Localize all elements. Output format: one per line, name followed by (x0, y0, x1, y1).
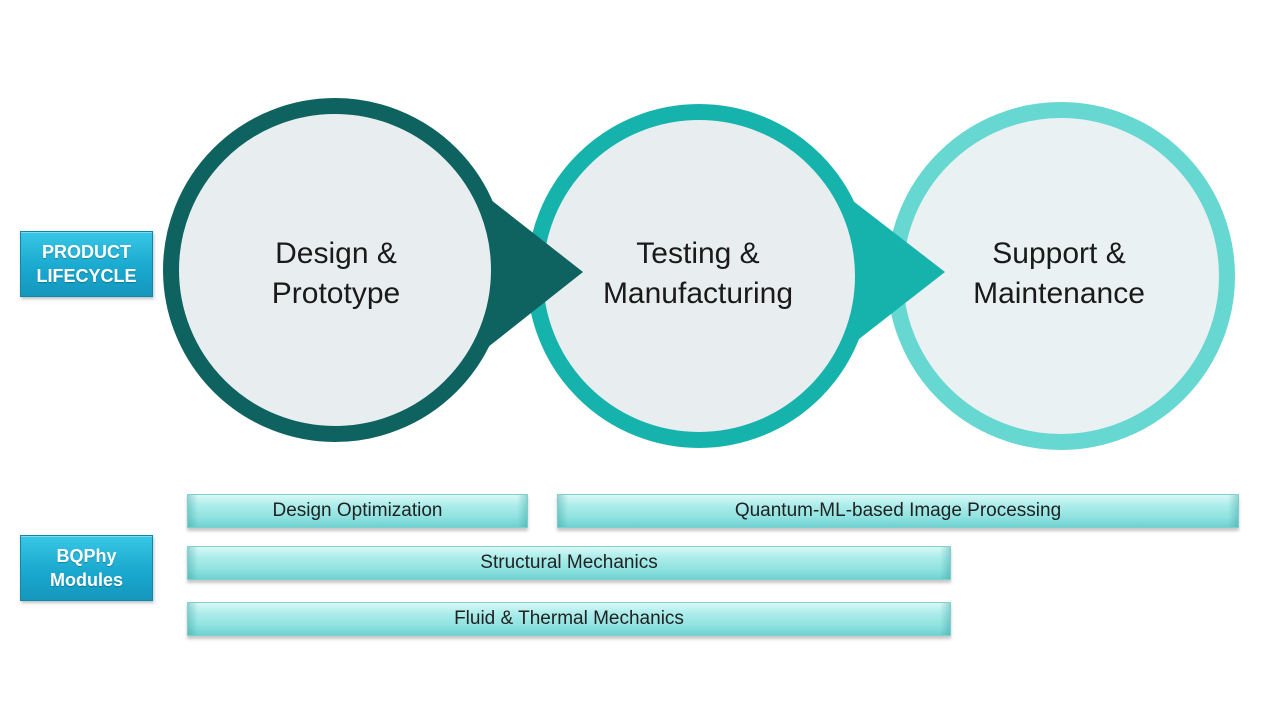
stage-1-line-1: Design & (275, 237, 397, 270)
stage-2-line-1: Testing & (636, 237, 760, 270)
product-lifecycle-label-line-1: PRODUCT (42, 242, 131, 262)
bqphy-modules-label-line-2: Modules (49, 570, 123, 590)
product-lifecycle-label: PRODUCT LIFECYCLE (20, 231, 153, 297)
module-structural-mechanics: Structural Mechanics (187, 546, 951, 580)
module-design-optimization: Design Optimization (187, 494, 528, 528)
module-quantum-ml-image-processing: Quantum-ML-based Image Processing (557, 494, 1239, 528)
stage-3-line-2: Maintenance (973, 277, 1145, 310)
stage-testing-manufacturing: Testing & Manufacturing (558, 234, 838, 314)
stage-3-line-1: Support & (992, 237, 1126, 270)
module-fluid-thermal-mechanics: Fluid & Thermal Mechanics (187, 602, 951, 636)
product-lifecycle-label-line-2: LIFECYCLE (36, 266, 137, 286)
stage-2-line-2: Manufacturing (602, 277, 794, 310)
stage-design-prototype: Design & Prototype (196, 234, 476, 314)
bqphy-modules-label: BQPhy Modules (20, 535, 153, 601)
stage-support-maintenance: Support & Maintenance (919, 234, 1199, 314)
stage-1-line-2: Prototype (271, 277, 401, 310)
bqphy-modules-label-line-1: BQPhy (56, 546, 117, 566)
stage-2-ring (527, 104, 945, 448)
stage-1-ring (163, 98, 583, 442)
